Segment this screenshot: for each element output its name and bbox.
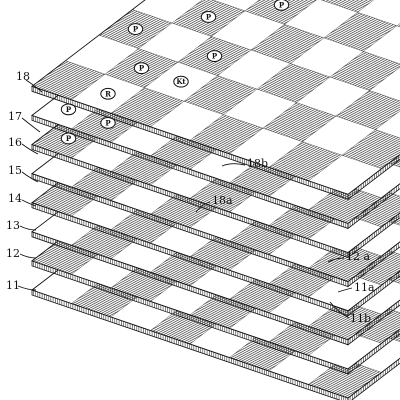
- board-edge-right: [347, 270, 400, 317]
- leader-lines: [17, 79, 353, 319]
- leader-17: [21, 117, 41, 133]
- piece-symbol: P: [279, 0, 285, 9]
- leader-15: [21, 171, 39, 183]
- piece-symbol: P: [139, 64, 145, 73]
- label-board-17: 17: [8, 110, 22, 123]
- piece-marker: [100, 87, 116, 100]
- leader-18b: [221, 163, 246, 167]
- board-edge-right: [347, 328, 400, 375]
- dark-square: [329, 51, 400, 91]
- leader-11b: [329, 301, 350, 319]
- chess-piece: P: [200, 11, 217, 23]
- dark-square: [341, 129, 400, 169]
- piece-marker: [206, 50, 223, 62]
- board-edge-right: [347, 154, 400, 201]
- label-board-18: 18: [16, 70, 30, 83]
- board-edge-right: [347, 299, 400, 346]
- piece-symbol: P: [212, 52, 218, 61]
- leader-18: [25, 79, 43, 93]
- piece-marker: [127, 23, 144, 35]
- piece-symbol: P: [133, 25, 139, 34]
- label-board-16: 16: [8, 136, 22, 149]
- chess-piece: R: [100, 87, 116, 100]
- label-ref-11b: 11b: [350, 312, 371, 325]
- label-board-14: 14: [8, 192, 22, 205]
- leader-13: [19, 225, 37, 231]
- label-ref-18b: 18b: [247, 157, 268, 170]
- label-ref-18a: 18a: [212, 194, 233, 207]
- dark-square: [396, 23, 400, 28]
- piece-symbol: P: [66, 134, 72, 143]
- piece-marker: [173, 75, 189, 88]
- board-edge-right: [347, 241, 400, 288]
- dark-square: [244, 0, 317, 25]
- leader-18a: [195, 201, 211, 213]
- reference-labels: 18 17 16 15 14 13 12 11 18b 18a 12 a 11a…: [6, 70, 375, 325]
- label-board-13: 13: [6, 219, 20, 232]
- piece-symbol: Kt: [176, 77, 186, 86]
- chess-piece: P: [133, 62, 150, 75]
- label-board-15: 15: [8, 164, 22, 177]
- piece-symbol: P: [206, 12, 212, 21]
- label-ref-11a: 11a: [354, 281, 375, 294]
- board-stack: PPRPPKPPPBPKtPPPPRPPPPBQPPPPPRPPKtPP: [31, 0, 400, 400]
- leader-11a: [337, 287, 353, 293]
- chess-piece: P: [273, 0, 290, 11]
- board-edge-right: [347, 212, 400, 259]
- label-board-12: 12: [6, 247, 20, 260]
- piece-marker: [273, 0, 290, 11]
- piece-symbol: P: [66, 105, 72, 114]
- leader-12: [19, 253, 37, 259]
- leader-16: [21, 143, 39, 155]
- leader-12a: [327, 257, 345, 263]
- board-edge-right: [347, 183, 400, 230]
- leader-14: [21, 199, 37, 207]
- leader-11: [17, 285, 37, 291]
- piece-marker: [200, 11, 217, 23]
- chess-piece: Kt: [173, 75, 189, 88]
- piece-symbol: R: [105, 89, 111, 98]
- piece-marker: [133, 62, 150, 75]
- chess-piece: P: [206, 50, 223, 62]
- label-board-11: 11: [6, 279, 20, 292]
- label-ref-12a: 12 a: [346, 250, 370, 263]
- dark-square: [320, 0, 374, 13]
- dark-square: [335, 90, 400, 130]
- chess-piece: P: [127, 23, 144, 35]
- piece-symbol: P: [105, 118, 111, 127]
